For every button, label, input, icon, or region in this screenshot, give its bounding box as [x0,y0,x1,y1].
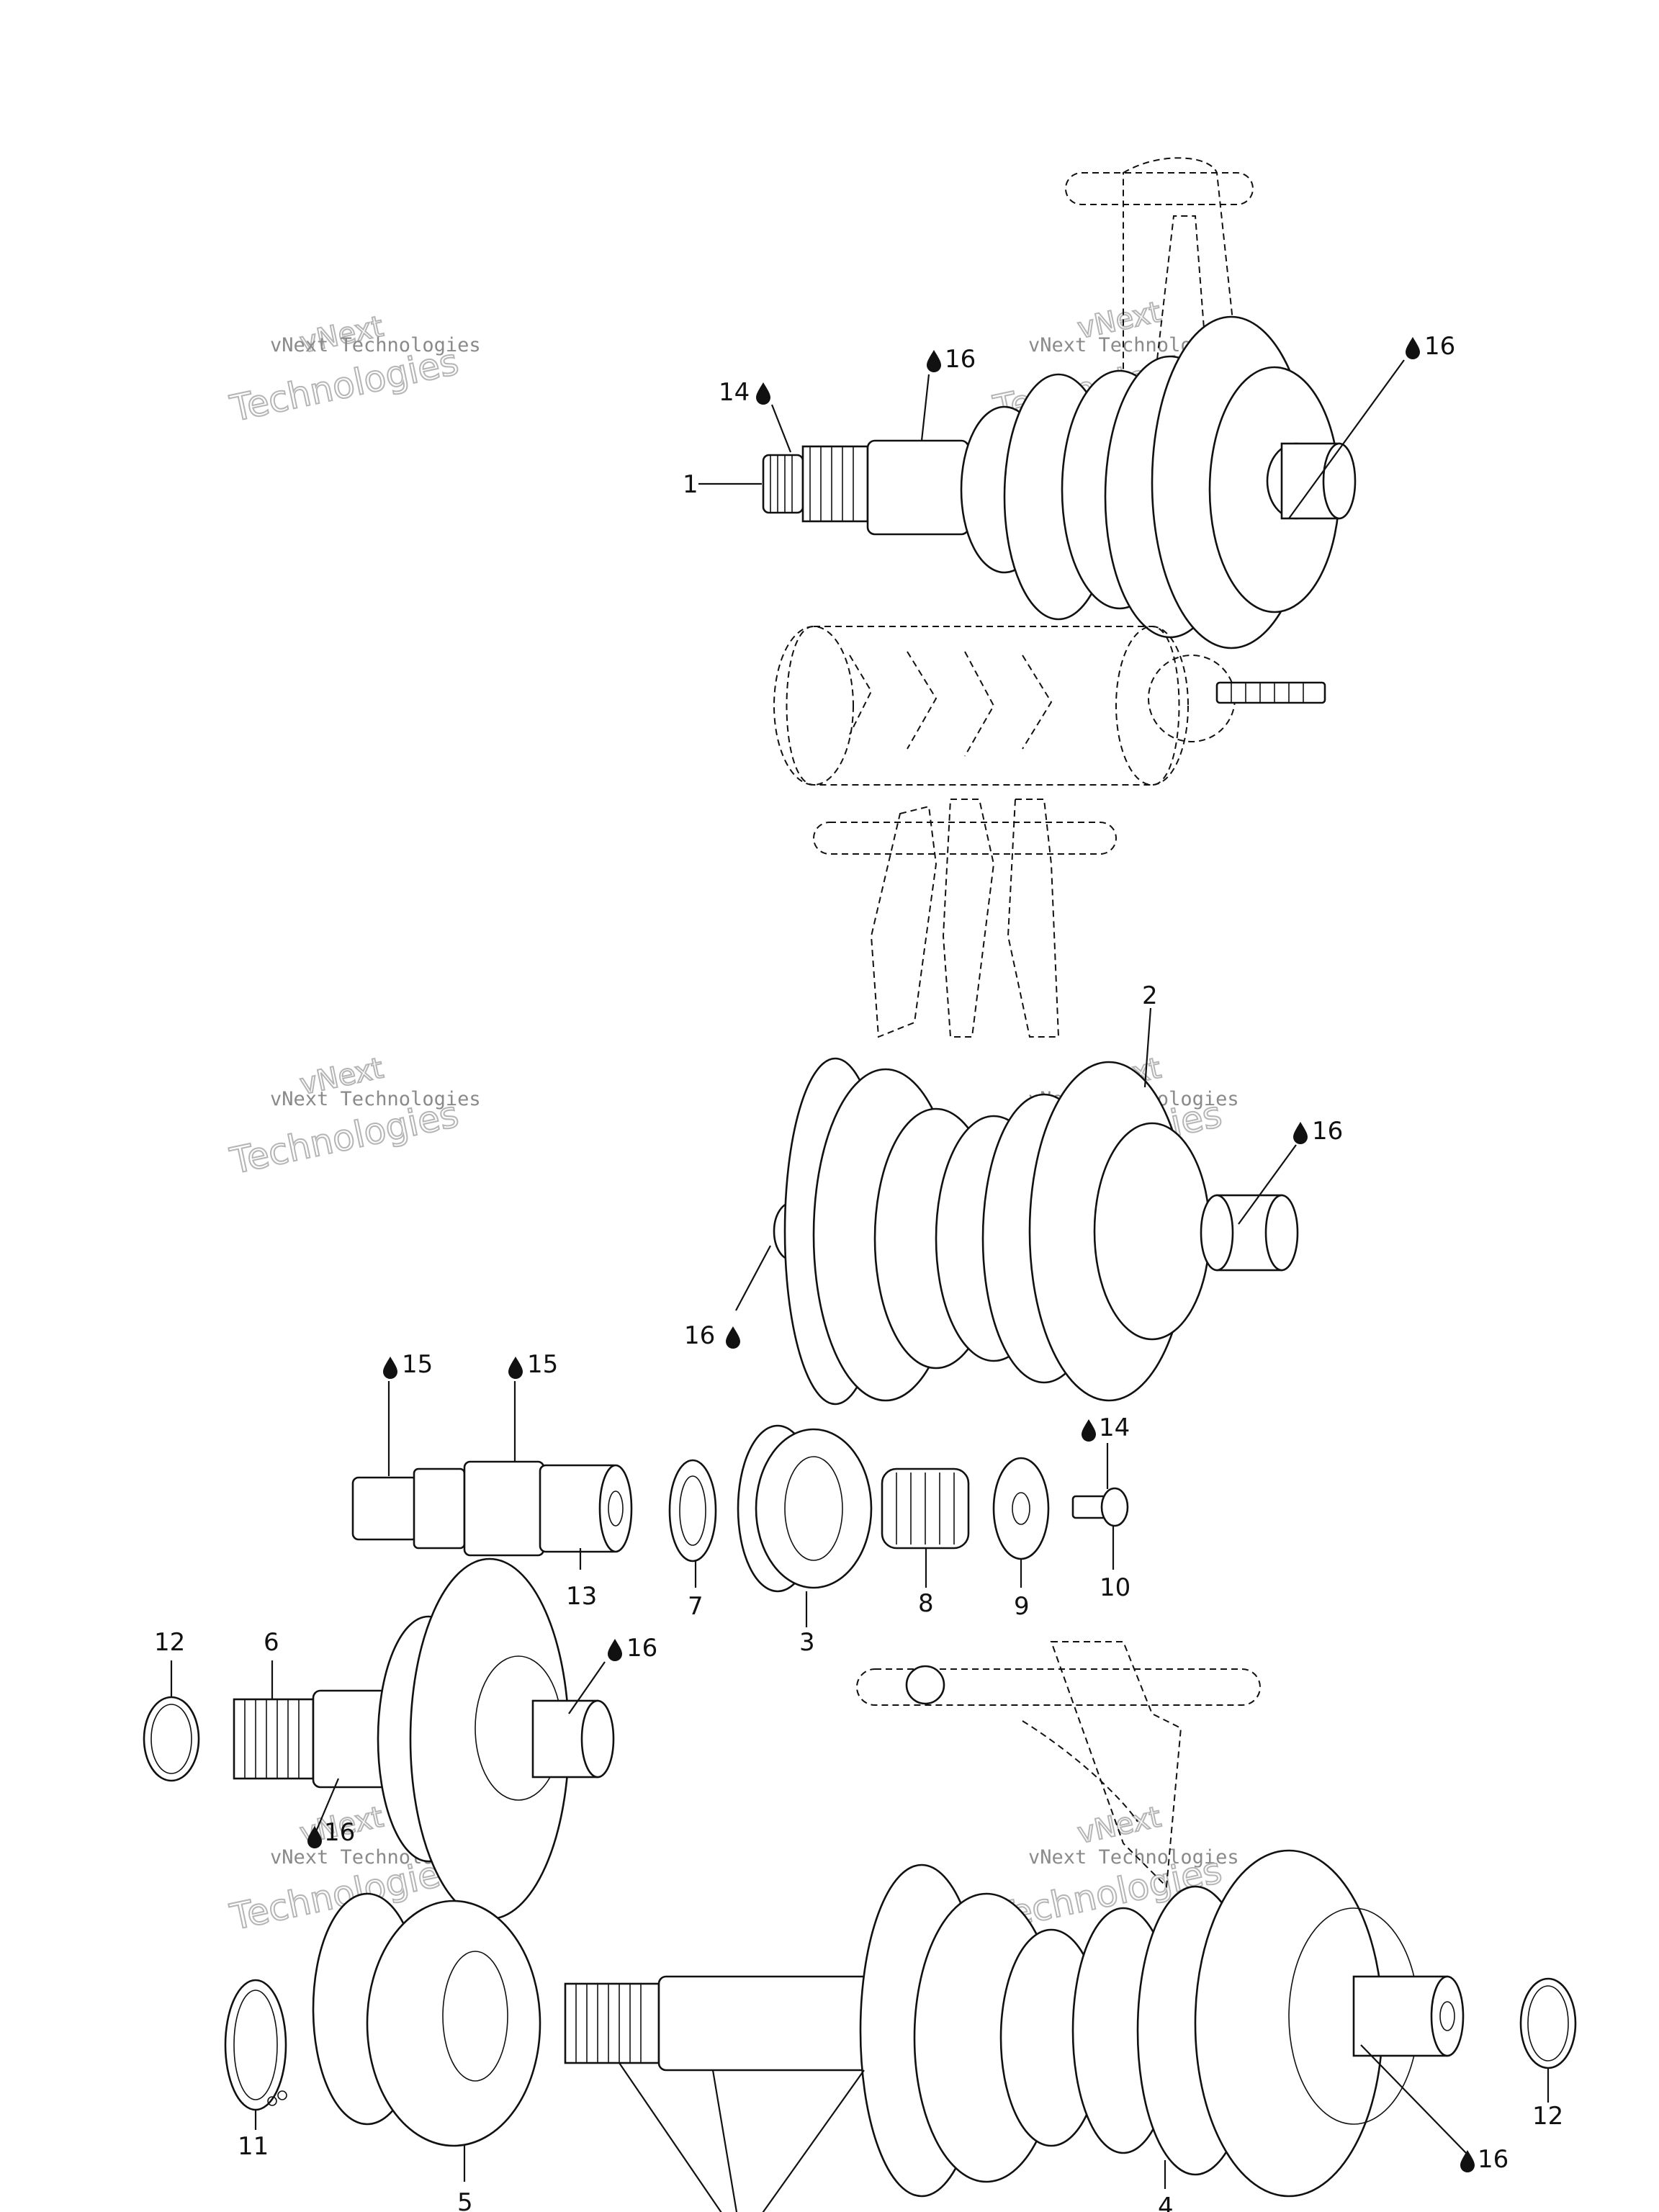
lower-shift-fork-reference [856,1641,1261,1889]
oil-drop-icon [608,1639,622,1661]
callout-16-top-right: 16 [1424,332,1455,361]
callout-6: 6 [264,1628,279,1657]
watermark-1: vNext vNext Technologies Technologies [225,309,481,430]
part-13-shaft [351,1460,633,1557]
callout-5: 5 [457,2188,473,2212]
callout-16-middle-right: 16 [1312,1117,1343,1146]
watermark-3: vNext vNext Technologies Technologies [225,1051,481,1182]
callout-10: 10 [1100,1573,1130,1602]
part-2-countershaft-gear-cluster [773,1057,1299,1406]
svg-text:vNext Technologies: vNext Technologies [270,1088,481,1110]
callout-numbers: 1 14 16 16 2 16 16 15 15 13 7 3 8 9 14 1… [154,332,1563,2212]
part-4-output-shaft-assembly [564,1849,1465,2198]
oil-drop-icon [1082,1419,1096,1442]
part-5-gear-sprocket [312,1892,541,2147]
part-9-washer [992,1457,1050,1560]
callout-13: 13 [566,1582,597,1611]
leader-lines [170,359,1550,2212]
oil-drop-icon [927,350,941,372]
part-7-washer [668,1459,717,1563]
shift-drum-reference [773,626,1326,786]
callout-9: 9 [1014,1592,1030,1621]
callout-16-part6-left: 16 [324,1818,355,1847]
callout-16-part6-right: 16 [626,1634,657,1663]
part-12-ring-left [143,1696,200,1782]
callout-16-top-left: 16 [945,345,976,374]
callout-16-middle-left: 16 [684,1321,715,1350]
oil-drop-icon [383,1357,397,1379]
svg-text:vNext: vNext [1075,1800,1164,1850]
part-10-bolt [1071,1487,1129,1527]
part-3-gear [737,1424,873,1593]
upper-shift-fork-reference [1065,157,1254,405]
part-11-circlip [224,1979,287,2111]
svg-text:vNext Technologies: vNext Technologies [1028,1846,1239,1869]
callout-1: 1 [683,470,698,499]
part-6-drive-gear [233,1557,615,1920]
callout-12-left: 12 [154,1628,185,1657]
callout-3: 3 [799,1628,815,1657]
callout-8: 8 [918,1589,934,1618]
callout-7: 7 [688,1592,703,1621]
svg-text:vNext Technologies: vNext Technologies [270,334,481,356]
callout-16-part4-right: 16 [1478,2145,1509,2174]
callout-11: 11 [238,2132,269,2161]
callout-12-right: 12 [1532,2102,1563,2131]
callout-14-upper: 14 [719,378,750,407]
callout-15-right: 15 [527,1350,558,1379]
oil-drop-icon [1293,1122,1308,1144]
oil-drop-icon [726,1326,740,1349]
callout-2: 2 [1142,981,1158,1010]
part-12-ring-right [1519,1977,1577,2069]
middle-shift-forks-reference [813,799,1117,1038]
callout-14-lower: 14 [1099,1413,1130,1442]
callout-15-left: 15 [402,1350,433,1379]
callout-4: 4 [1158,2193,1174,2212]
oil-drop-icon [756,382,770,405]
oil-drop-icon [1460,2150,1475,2172]
part-1-main-shaft-assembly [762,315,1357,649]
part-8-needle-bearing [881,1467,970,1550]
oil-drop-icon [508,1357,523,1379]
oil-drop-icon [1406,337,1420,359]
